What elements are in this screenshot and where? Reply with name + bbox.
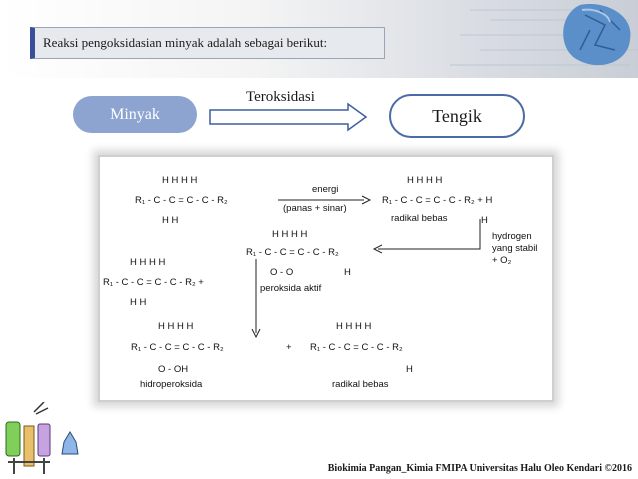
reaction-diagram: H H H H R₁ - C - C = C - C - R₂ H H ener… <box>98 155 554 402</box>
chain-3: R₁ - C - C = C - C - R₂ <box>246 247 339 258</box>
tengik-node: Tengik <box>389 94 525 138</box>
h-bottom-1: H H <box>162 215 179 226</box>
h-top-1: H H H H <box>162 175 198 186</box>
chain-5: R₁ - C - C = C - C - R₂ <box>131 342 224 353</box>
h-top-2: H H H H <box>407 175 443 186</box>
energy-sub-label: (panas + sinar) <box>283 203 347 214</box>
free-radical-label-2: radikal bebas <box>332 379 389 390</box>
hydroperoxide-label: hidroperoksida <box>140 379 203 390</box>
energy-arrow <box>278 195 372 205</box>
lab-equipment-clipart <box>5 402 79 474</box>
down-arrow <box>251 259 261 339</box>
plus-sign: + <box>286 342 292 353</box>
return-arrow <box>372 219 481 254</box>
oxidation-arrow <box>209 102 368 132</box>
h-bottom-2: H <box>481 215 488 226</box>
crumpled-paper-image <box>450 4 638 66</box>
h-bottom-4: H H <box>130 297 147 308</box>
active-peroxide-label: peroksida aktif <box>260 283 322 294</box>
minyak-node: Minyak <box>73 96 197 133</box>
chain-4: R₁ - C - C = C - C - R₂ + <box>103 277 204 288</box>
h-top-3: H H H H <box>272 229 308 240</box>
peroxide-oo: O - O <box>270 267 294 278</box>
h-top-5: H H H H <box>158 321 194 332</box>
free-radical-label: radikal bebas <box>391 213 448 224</box>
chain-1: R₁ - C - C = C - C - R₂ <box>135 195 228 206</box>
hydroperoxide-ooh: O - OH <box>158 364 189 375</box>
oxygen-label: + O₂ <box>492 255 512 266</box>
stable-label: yang stabil <box>492 243 538 254</box>
h-top-4: H H H H <box>130 257 166 268</box>
chain-6: R₁ - C - C = C - C - R₂ <box>310 342 403 353</box>
slide-title: Reaksi pengoksidasian minyak adalah seba… <box>30 27 385 59</box>
slide-footer: Biokimia Pangan_Kimia FMIPA Universitas … <box>327 463 632 474</box>
chain-2: R₁ - C - C = C - C - R₂ + H <box>382 195 493 206</box>
teroksidasi-label: Teroksidasi <box>246 89 315 105</box>
h-top-6: H H H H <box>336 321 372 332</box>
energy-label: energi <box>312 184 339 195</box>
h-bottom-6: H <box>406 364 413 375</box>
hydrogen-label: hydrogen <box>492 231 532 242</box>
h-bottom-3: H <box>344 267 351 278</box>
